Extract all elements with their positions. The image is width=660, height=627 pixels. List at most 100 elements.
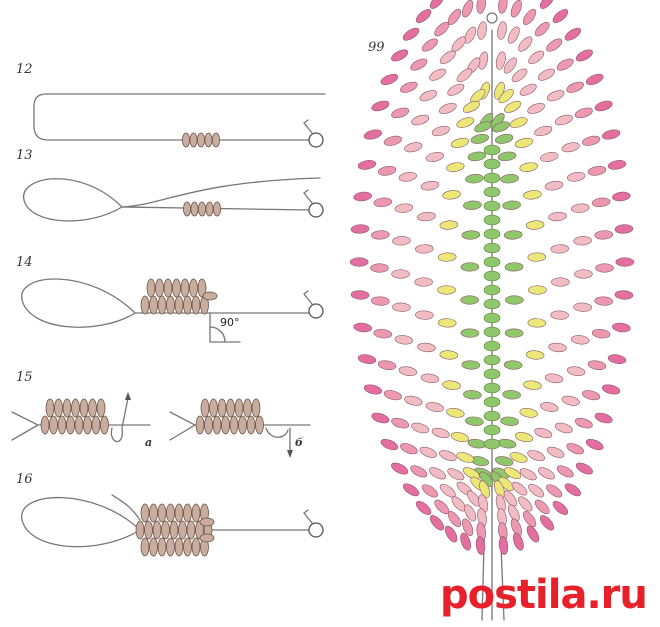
bead xyxy=(211,132,220,148)
center-bead xyxy=(483,326,501,338)
center-bead xyxy=(483,242,501,254)
wire xyxy=(33,93,326,141)
leaf-bead xyxy=(540,152,559,162)
bead xyxy=(161,520,170,540)
leaf-bead xyxy=(442,380,461,390)
leaf-bead xyxy=(607,160,627,170)
leaf-bead xyxy=(465,174,484,184)
bead xyxy=(243,398,252,418)
leaf-bead xyxy=(507,504,520,522)
leaf-bead xyxy=(587,165,607,176)
watermark-logo: postila.ru xyxy=(440,572,648,618)
bead xyxy=(199,533,215,543)
bead xyxy=(195,520,204,540)
bead xyxy=(197,201,206,217)
bead xyxy=(100,415,109,435)
leaf-bead xyxy=(447,511,462,528)
leaf-bead xyxy=(503,360,523,370)
leaf-bead xyxy=(479,480,490,499)
leaf-bead xyxy=(585,438,604,451)
leaf-bead xyxy=(548,342,567,353)
leaf-bead xyxy=(607,354,627,364)
leaf-bead xyxy=(612,322,631,333)
leaf-bead xyxy=(467,490,481,507)
sub-label-b: б xyxy=(295,436,303,449)
bead xyxy=(251,398,261,418)
leaf-bead xyxy=(429,467,447,480)
leaf-bead xyxy=(519,468,537,481)
leaf-bead xyxy=(357,160,377,170)
leaf-bead xyxy=(417,211,436,222)
bead xyxy=(186,520,196,540)
bead xyxy=(174,537,184,557)
leaf-bead xyxy=(551,277,570,287)
leaf-bead xyxy=(495,133,514,144)
leaf-bead xyxy=(404,142,423,153)
leaf-bead xyxy=(509,452,528,463)
wire-wrap xyxy=(110,397,129,443)
leaf-bead xyxy=(373,328,393,339)
bead xyxy=(204,132,213,148)
leaf-bead xyxy=(462,0,474,18)
leaf-bead xyxy=(363,129,382,140)
leaf-bead xyxy=(595,263,614,273)
leaf-bead xyxy=(363,384,382,395)
leaf-bead xyxy=(402,483,420,497)
center-bead xyxy=(483,200,501,212)
leaf-bead xyxy=(573,236,592,246)
leaf-bead xyxy=(439,102,457,114)
leaf-bead xyxy=(420,373,440,384)
bead xyxy=(40,415,50,435)
step-15b-illustration xyxy=(169,398,311,458)
leaf-bead xyxy=(391,462,409,475)
leaf-bead xyxy=(513,532,524,551)
bead xyxy=(166,537,175,557)
bead xyxy=(217,398,227,418)
leaf-bead xyxy=(534,499,550,515)
leaf-bead xyxy=(534,125,553,137)
leaf-bead xyxy=(504,467,522,480)
leaf-bead xyxy=(437,252,457,262)
step-12-illustration xyxy=(33,93,326,148)
leaf-bead xyxy=(439,350,459,360)
leaf-bead xyxy=(398,366,418,377)
leaf-bead xyxy=(498,89,514,104)
leaf-bead xyxy=(527,252,547,262)
leaf-bead xyxy=(456,68,473,83)
bead xyxy=(190,201,199,217)
bead xyxy=(166,503,175,523)
leaf-bead xyxy=(587,360,607,371)
leaf-bead xyxy=(477,21,487,40)
center-bead xyxy=(483,382,501,394)
bead xyxy=(74,415,84,435)
leaf-bead xyxy=(546,38,563,52)
bead xyxy=(183,503,192,523)
leaf-bead xyxy=(410,465,428,478)
leaf-bead xyxy=(518,496,533,512)
bead xyxy=(54,398,63,418)
leaf-bead xyxy=(511,68,528,83)
leaf-bead xyxy=(439,450,457,462)
leaf-bead xyxy=(380,73,399,86)
leaf-bead xyxy=(431,125,450,137)
leaf-bead xyxy=(525,350,545,360)
bead xyxy=(182,201,191,217)
leaf-bead xyxy=(556,465,574,478)
leaf-bead xyxy=(463,200,482,210)
leaf-bead xyxy=(527,450,545,462)
bead xyxy=(246,415,256,435)
center-bead xyxy=(483,186,501,198)
leaf-bead xyxy=(528,50,545,65)
leaf-bead xyxy=(615,257,635,267)
center-bead xyxy=(483,284,501,296)
wire-end-ring xyxy=(308,202,324,218)
leaf-bead xyxy=(546,484,563,498)
leaf-bead xyxy=(475,536,486,555)
leaf-bead xyxy=(574,107,593,119)
leaf-bead xyxy=(465,416,484,426)
leaf-bead xyxy=(350,290,370,300)
bead xyxy=(144,520,153,540)
leaf-bead xyxy=(411,114,430,126)
wire xyxy=(111,494,141,521)
leaf-bead xyxy=(415,500,432,515)
